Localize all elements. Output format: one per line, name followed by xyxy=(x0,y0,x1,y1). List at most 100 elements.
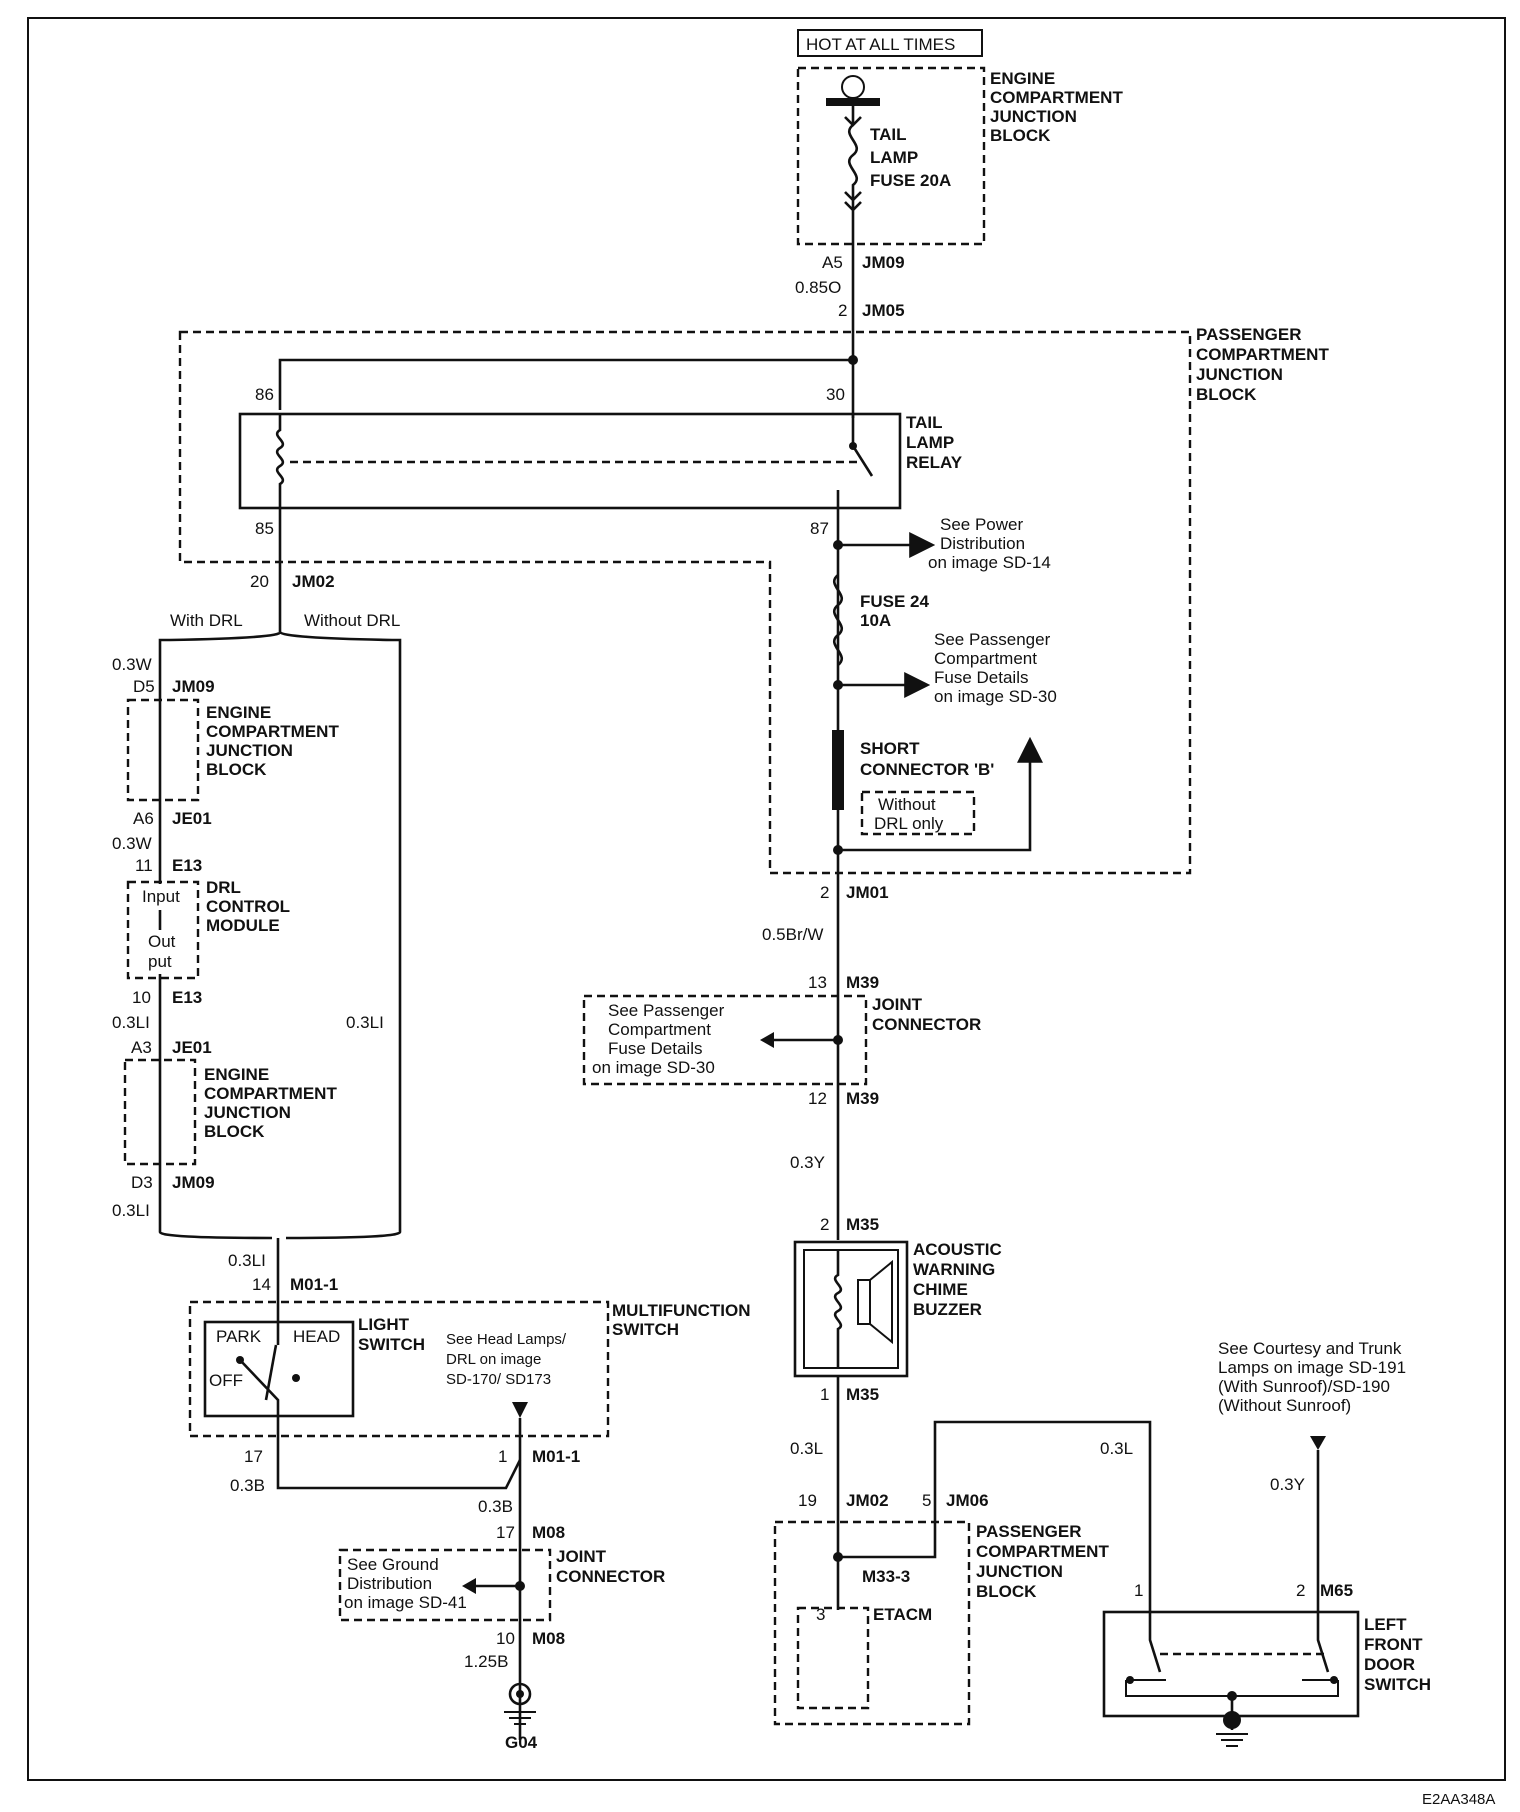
conn-jm02-19-name: JM02 xyxy=(846,1491,889,1510)
passenger-junction-block-2 xyxy=(773,1520,971,1726)
see-pass-fuse-2-line-1: See Passenger xyxy=(608,1001,725,1020)
door-switch-node-2 xyxy=(1330,1676,1338,1684)
conn-d3-pin: D3 xyxy=(131,1173,153,1192)
head-lamp-arrow-icon xyxy=(512,1402,528,1418)
conn-m39-13-pin: 13 xyxy=(808,973,827,992)
power-bus-bar xyxy=(826,98,880,106)
engine-jb-top-line-1: ENGINE xyxy=(990,69,1055,88)
hot-label-box xyxy=(797,29,983,57)
passenger-jb-line-3: JUNCTION xyxy=(1196,365,1283,384)
ground-g04-center xyxy=(516,1690,524,1698)
wire-03l-2: 0.3L xyxy=(1100,1439,1133,1458)
tail-fuse-line-2: LAMP xyxy=(870,148,918,167)
door-switch-line-4: SWITCH xyxy=(1364,1675,1431,1694)
short-connector-1: SHORT xyxy=(860,739,920,758)
conn-jm01-name: JM01 xyxy=(846,883,889,902)
joint-conn-1-line-1: JOINT xyxy=(556,1547,607,1566)
short-connector-return xyxy=(838,736,1043,852)
door-ground-symbol-icon xyxy=(1216,1733,1248,1747)
buzzer-speaker-cone-icon xyxy=(869,1259,893,1345)
see-ground-2: Distribution xyxy=(347,1574,432,1593)
engine-jb-mid1-line-3: JUNCTION xyxy=(206,741,293,760)
wire-03w-2: 0.3W xyxy=(112,834,152,853)
short-connector-2: CONNECTOR 'B' xyxy=(860,760,994,779)
relay-title-1: TAIL xyxy=(906,413,943,432)
wire-03b-2: 0.3B xyxy=(478,1497,513,1516)
acoustic-warning-chime-buzzer xyxy=(793,1240,909,1378)
tail-fuse-line-1: TAIL xyxy=(870,125,907,144)
without-drl-only-2: DRL only xyxy=(874,814,944,833)
buzzer-inner-frame xyxy=(803,1249,899,1369)
engine-jb-top-line-2: COMPARTMENT xyxy=(990,88,1123,107)
conn-a3-pin: A3 xyxy=(131,1038,152,1057)
buzzer-line-3: CHIME xyxy=(913,1280,968,1299)
conn-jm05-pin: 2 xyxy=(838,301,847,320)
conn-a5-name: JM09 xyxy=(862,253,905,272)
conn-jm02-left-name: JM02 xyxy=(292,572,335,591)
etacm-label: ETACM xyxy=(873,1605,932,1624)
conn-m65-2-name: M65 xyxy=(1320,1581,1353,1600)
see-pass-fuse-2-line-2: Compartment xyxy=(608,1020,711,1039)
conn-a3-name: JE01 xyxy=(172,1038,212,1057)
see-pass-fuse-1-line-2: Compartment xyxy=(934,649,1037,668)
conn-10-name: E13 xyxy=(172,988,202,1007)
passenger-jb2-line-2: COMPARTMENT xyxy=(976,1542,1109,1561)
conn-m08-10-name: M08 xyxy=(532,1629,565,1648)
wire-03li-right: 0.3LI xyxy=(346,1013,384,1032)
wire-03b-1 xyxy=(276,1448,522,1490)
wire-125b: 1.25B xyxy=(464,1652,508,1671)
passenger-jb2-line-4: BLOCK xyxy=(976,1582,1037,1601)
passenger-junction-block xyxy=(178,330,1192,875)
engine-jb-mid2-line-1: ENGINE xyxy=(204,1065,269,1084)
conn-m35-2-name: M35 xyxy=(846,1215,879,1234)
conn-jm06-5-name: JM06 xyxy=(946,1491,989,1510)
door-switch-node-1 xyxy=(1126,1676,1134,1684)
hot-label: HOT AT ALL TIMES xyxy=(806,35,955,54)
engine-jb-mid1-line-4: BLOCK xyxy=(206,760,267,779)
see-power-2: Distribution xyxy=(940,534,1025,553)
drl-output-2: put xyxy=(148,952,172,971)
joint-conn-2-line-1: JOINT xyxy=(872,995,923,1014)
see-power-1: See Power xyxy=(940,515,1023,534)
conn-m35-1-name: M35 xyxy=(846,1385,879,1404)
see-ground-3: on image SD-41 xyxy=(344,1593,467,1612)
see-pass-fuse-2-line-4: on image SD-30 xyxy=(592,1058,715,1077)
conn-a6-pin: A6 xyxy=(133,809,154,828)
see-pass-fuse-1-line-4: on image SD-30 xyxy=(934,687,1057,706)
fuse24-line-1: FUSE 24 xyxy=(860,592,930,611)
buzzer-line-2: WARNING xyxy=(913,1260,995,1279)
engine-jb-mid2-line-4: BLOCK xyxy=(204,1122,265,1141)
wire-085o-label: 0.85O xyxy=(795,278,841,297)
engine-junction-block-top-title: ENGINE COMPARTMENT JUNCTION BLOCK xyxy=(990,69,1123,145)
conn-m39-12-name: M39 xyxy=(846,1089,879,1108)
relay-coil-feed xyxy=(278,358,853,410)
drl-title-3: MODULE xyxy=(206,916,280,935)
conn-m011-1-name: M01-1 xyxy=(532,1447,580,1466)
see-ground-1: See Ground xyxy=(347,1555,439,1574)
conn-m011-1-pin: 1 xyxy=(498,1447,507,1466)
engine-jb-top-line-3: JUNCTION xyxy=(990,107,1077,126)
engine-jb-mid-2 xyxy=(123,1058,197,1166)
relay-pin-85: 85 xyxy=(255,519,274,538)
light-switch-title-2: SWITCH xyxy=(358,1335,425,1354)
multifunction-1: MULTIFUNCTION xyxy=(612,1301,751,1320)
fuse24-icon xyxy=(833,573,843,667)
buzzer-coil-icon xyxy=(833,1250,843,1368)
short-connector-icon xyxy=(832,730,844,810)
light-switch-title-1: LIGHT xyxy=(358,1315,410,1334)
light-switch-head: HEAD xyxy=(293,1327,340,1346)
fuse24-line-2: 10A xyxy=(860,611,891,630)
conn-11-pin: 11 xyxy=(135,856,153,875)
drl-title-1: DRL xyxy=(206,878,241,897)
drl-control-module xyxy=(126,880,200,980)
door-switch-line-2: FRONT xyxy=(1364,1635,1423,1654)
wire-03li-3: 0.3LI xyxy=(228,1251,266,1270)
drl-output-bg xyxy=(138,930,188,974)
conn-m35-2-pin: 2 xyxy=(820,1215,829,1234)
conn-jm02-19-pin: 19 xyxy=(798,1491,817,1510)
passenger-jb-line-1: PASSENGER xyxy=(1196,325,1302,344)
conn-10-pin: 10 xyxy=(132,988,151,1007)
multifunction-switch xyxy=(188,1300,610,1438)
switch-head-contact xyxy=(292,1374,300,1382)
wire-03y-2: 0.3Y xyxy=(1270,1475,1305,1494)
